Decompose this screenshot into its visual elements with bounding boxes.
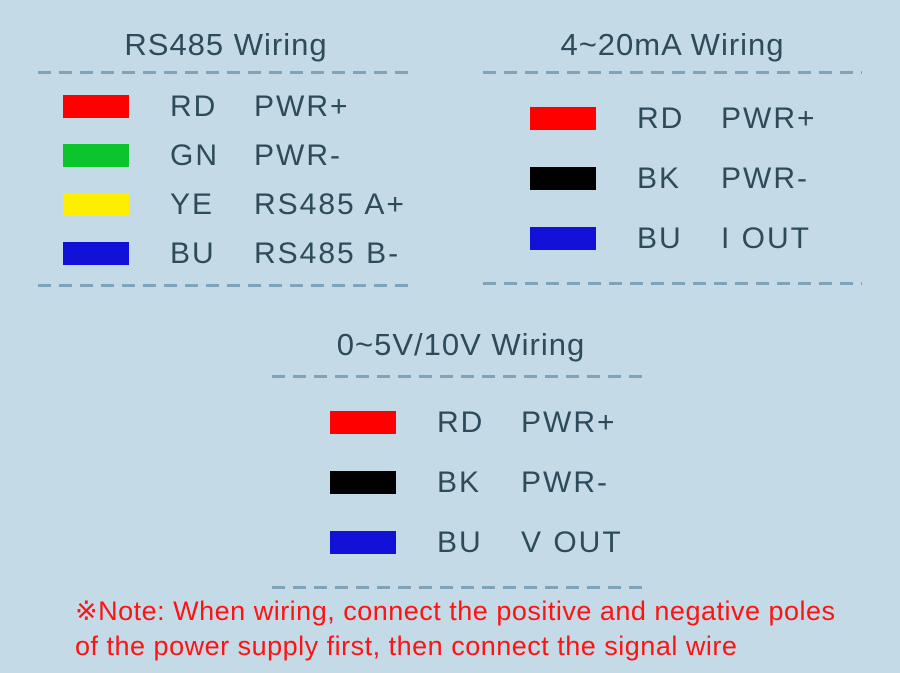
section-0-5v-10v-wiring: 0~5V/10V Wiring RD PWR+ BK PWR- BU V OUT: [272, 318, 650, 589]
wire-row-bu: BU V OUT: [272, 526, 650, 559]
wire-signal-label: V OUT: [521, 525, 623, 559]
dashed-divider-bottom: [38, 284, 414, 287]
wire-rows: RD PWR+ GN PWR- YE RS485 A+ BU RS485 B-: [38, 90, 414, 270]
dashed-divider-top: [38, 71, 414, 74]
wire-color-swatch-black: [530, 167, 596, 190]
wire-color-swatch-yellow: [63, 193, 129, 216]
wire-color-swatch-blue: [330, 531, 396, 554]
wire-row-ye: YE RS485 A+: [38, 188, 414, 221]
wire-code-label: RD: [437, 405, 485, 439]
wire-signal-label: I OUT: [721, 221, 811, 255]
wire-row-bu: BU I OUT: [483, 222, 862, 255]
wire-code-label: BU: [170, 236, 216, 270]
wire-code-label: BK: [637, 161, 682, 195]
wire-code-label: BU: [437, 525, 483, 559]
wire-code-label: BU: [637, 221, 683, 255]
wiring-note: ※Note: When wiring, connect the positive…: [75, 594, 865, 664]
wire-code-label: RD: [170, 89, 218, 123]
wire-row-bu: BU RS485 B-: [38, 237, 414, 270]
wire-signal-label: PWR+: [721, 101, 817, 135]
section-rs485-wiring: RS485 Wiring RD PWR+ GN PWR- YE RS485 A+…: [38, 18, 414, 287]
wire-row-bk: BK PWR-: [272, 466, 650, 499]
wire-signal-label: RS485 A+: [254, 187, 406, 221]
wire-signal-label: PWR-: [721, 161, 809, 195]
wire-signal-label: PWR+: [254, 89, 350, 123]
wire-code-label: YE: [170, 187, 215, 221]
dashed-divider-top: [272, 375, 650, 378]
wiring-note-line-1: ※Note: When wiring, connect the positive…: [75, 596, 836, 626]
wire-color-swatch-black: [330, 471, 396, 494]
wire-rows: RD PWR+ BK PWR- BU V OUT: [272, 406, 650, 559]
dashed-divider-bottom: [483, 282, 862, 285]
wire-signal-label: RS485 B-: [254, 236, 401, 270]
wire-signal-label: PWR-: [521, 465, 609, 499]
wire-row-gn: GN PWR-: [38, 139, 414, 172]
dashed-divider-top: [483, 71, 862, 74]
wire-color-swatch-red: [330, 411, 396, 434]
section-4-20ma-wiring: 4~20mA Wiring RD PWR+ BK PWR- BU I OUT: [483, 18, 862, 285]
wire-row-rd: RD PWR+: [483, 102, 862, 135]
wire-color-swatch-green: [63, 144, 129, 167]
wiring-note-line-2: of the power supply first, then connect …: [75, 631, 738, 661]
wire-row-rd: RD PWR+: [272, 406, 650, 439]
section-title-rs485: RS485 Wiring: [124, 27, 328, 62]
wire-signal-label: PWR+: [521, 405, 617, 439]
wire-row-bk: BK PWR-: [483, 162, 862, 195]
wire-code-label: RD: [637, 101, 685, 135]
wire-signal-label: PWR-: [254, 138, 342, 172]
dashed-divider-bottom: [272, 586, 650, 589]
section-title-4-20ma: 4~20mA Wiring: [560, 27, 785, 62]
section-title-0-5v-10v: 0~5V/10V Wiring: [336, 327, 586, 362]
wire-color-swatch-blue: [530, 227, 596, 250]
wire-color-swatch-red: [63, 95, 129, 118]
wire-row-rd: RD PWR+: [38, 90, 414, 123]
wire-color-swatch-blue: [63, 242, 129, 265]
wire-color-swatch-red: [530, 107, 596, 130]
wire-rows: RD PWR+ BK PWR- BU I OUT: [483, 102, 862, 255]
wire-code-label: GN: [170, 138, 219, 172]
wire-code-label: BK: [437, 465, 482, 499]
